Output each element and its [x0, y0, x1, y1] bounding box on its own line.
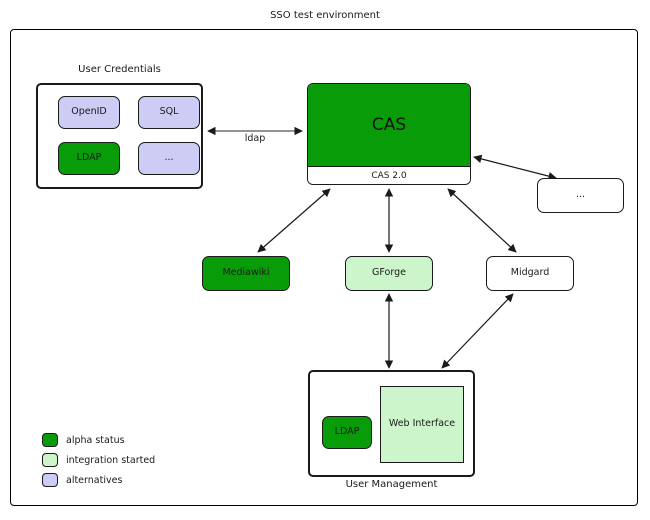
group-user-credentials[interactable]: OpenID SQL LDAP ...: [36, 83, 203, 189]
node-cas[interactable]: CAS CAS 2.0: [307, 83, 471, 185]
node-cas-protocol: CAS 2.0: [308, 166, 470, 184]
legend-label-integration: integration started: [66, 454, 156, 466]
legend-swatch-alpha-icon: [42, 433, 58, 447]
node-credentials-other[interactable]: ...: [138, 142, 200, 175]
node-web-interface[interactable]: Web Interface: [380, 386, 464, 463]
node-etc[interactable]: ...: [537, 178, 624, 213]
node-midgard[interactable]: Midgard: [486, 256, 574, 291]
node-openid[interactable]: OpenID: [58, 96, 120, 129]
node-gforge[interactable]: GForge: [345, 256, 433, 291]
node-cas-title: CAS: [308, 84, 470, 166]
legend: alpha status integration started alterna…: [42, 430, 232, 490]
legend-item-integration: integration started: [42, 450, 232, 470]
node-management-ldap[interactable]: LDAP: [322, 416, 372, 449]
legend-label-alternatives: alternatives: [66, 474, 123, 486]
legend-swatch-integration-icon: [42, 453, 58, 467]
diagram-title: SSO test environment: [270, 10, 380, 21]
node-sql[interactable]: SQL: [138, 96, 200, 129]
node-mediawiki[interactable]: Mediawiki: [202, 256, 290, 291]
legend-label-alpha: alpha status: [66, 434, 125, 446]
group-label-user-management: User Management: [345, 479, 438, 490]
group-user-management[interactable]: LDAP Web Interface: [308, 370, 475, 477]
group-label-user-credentials: User Credentials: [78, 64, 161, 75]
node-credentials-ldap[interactable]: LDAP: [58, 142, 120, 175]
legend-item-alpha: alpha status: [42, 430, 232, 450]
legend-item-alternatives: alternatives: [42, 470, 232, 490]
edge-label-ldap: ldap: [244, 133, 266, 144]
legend-swatch-alternatives-icon: [42, 473, 58, 487]
